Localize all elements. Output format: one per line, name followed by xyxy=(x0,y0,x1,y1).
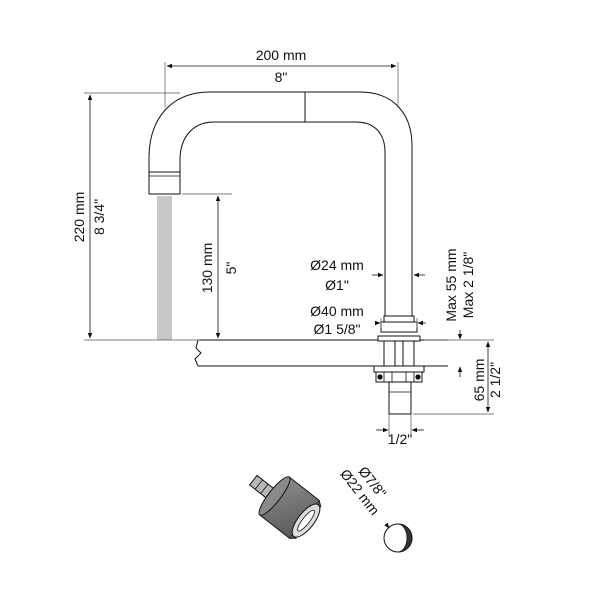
spout-mm-label: 130 mm xyxy=(199,243,215,294)
tube-dia-in-label: Ø1" xyxy=(325,277,349,293)
dim-shank-length: 65 mm 2 1/2" xyxy=(413,339,503,415)
base-dia-mm-label: Ø40 mm xyxy=(310,303,364,319)
shank-in-label: 2 1/2" xyxy=(487,362,503,398)
dim-height: 220 mm 8 3/4" xyxy=(71,92,200,341)
spout-tip xyxy=(148,171,181,195)
tube-dia-mm-label: Ø24 mm xyxy=(310,257,364,273)
dim-spout-height: 130 mm 5" xyxy=(182,193,239,339)
water-stream xyxy=(157,196,172,340)
base-dia-in-label: Ø1 5/8" xyxy=(314,321,361,337)
dim-hole-diameter: Ø22 mm Ø7/8" xyxy=(337,463,390,529)
max-deck-in-label: Max 2 1/8" xyxy=(460,252,476,318)
max-deck-mm-label: Max 55 mm xyxy=(443,248,459,321)
height-in-label: 8 3/4" xyxy=(91,199,107,235)
dim-max-deck: Max 55 mm Max 2 1/8" xyxy=(443,248,476,377)
spout-in-label: 5" xyxy=(223,262,239,275)
width-in-label: 8" xyxy=(275,69,288,85)
dim-thread: 1/2" xyxy=(376,414,424,447)
dim-base-diameter: Ø40 mm Ø1 5/8" xyxy=(310,303,426,337)
shank-mm-label: 65 mm xyxy=(471,359,487,402)
height-mm-label: 220 mm xyxy=(71,192,87,243)
dim-tube-diameter: Ø24 mm Ø1" xyxy=(310,257,425,293)
hole-icon xyxy=(383,523,413,553)
width-mm-label: 200 mm xyxy=(256,47,307,63)
dim-width: 200 mm 8" xyxy=(164,47,399,108)
faucet-outline xyxy=(148,91,413,316)
thread-in-label: 1/2" xyxy=(388,431,412,447)
hole-saw-icon xyxy=(248,474,322,540)
countertop xyxy=(194,339,448,367)
mounting-hardware xyxy=(373,335,425,415)
base-ring xyxy=(380,315,418,333)
